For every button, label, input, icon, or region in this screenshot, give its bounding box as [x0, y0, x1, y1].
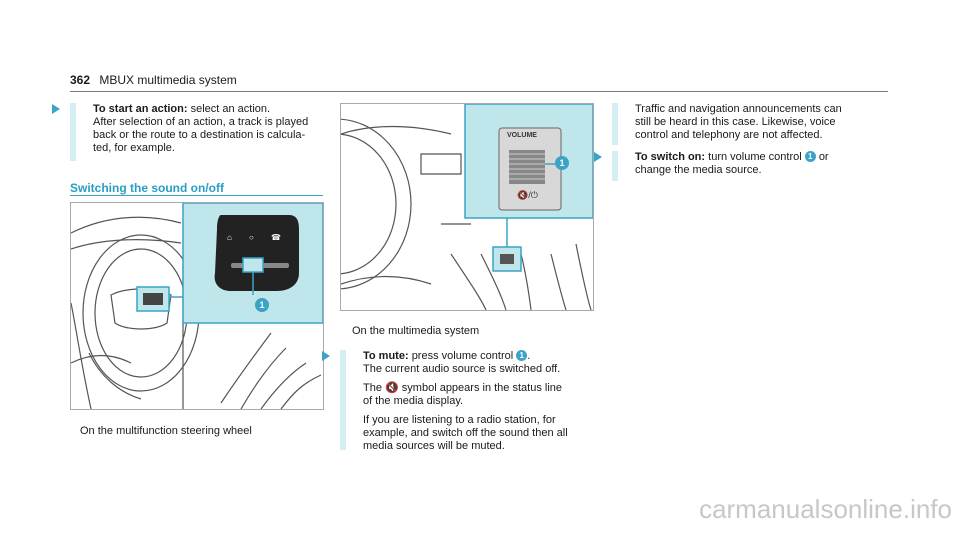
step-mute: To mute: press volume control 1. The cur…: [322, 350, 595, 452]
step-start-action: To start an action: select an action. Af…: [52, 103, 325, 161]
figure-caption: On the multifunction steering wheel: [80, 425, 252, 437]
step-arrow-icon: [594, 152, 602, 162]
step-switch-on: To switch on: turn volume control 1 or c…: [594, 151, 867, 181]
step-text: The: [363, 382, 382, 394]
home-icon: ⌂: [227, 233, 232, 242]
dashboard-illustration: [341, 104, 593, 310]
step-line: media sources will be muted.: [363, 440, 505, 452]
callout-badge: 1: [804, 151, 816, 162]
step-label: To start an action:: [93, 103, 188, 115]
step-line: example, and switch off the sound then a…: [363, 427, 568, 439]
step-arrow-icon: [322, 351, 330, 361]
header-rule: [70, 91, 888, 92]
step-line: change the media source.: [635, 164, 762, 176]
step-text: symbol appears in the status line: [401, 382, 562, 394]
highlight-box: [136, 286, 170, 312]
step-line: ted, for example.: [93, 142, 175, 154]
callout-badge: 1: [255, 298, 269, 312]
step-text: turn volume control: [708, 151, 802, 163]
page-number: 362: [70, 73, 91, 87]
section-rule: [70, 195, 323, 196]
section-title: Switching the sound on/off: [70, 181, 224, 195]
step-label: To mute:: [363, 350, 409, 362]
step-label: To switch on:: [635, 151, 706, 163]
steering-wheel-illustration: [71, 203, 323, 409]
phone-icon: ☎: [271, 233, 281, 242]
step-text: .: [527, 350, 531, 362]
step-line: The current audio source is switched off…: [363, 363, 561, 375]
note-line: still be heard in this case. Likewise, v…: [635, 116, 836, 128]
step-text: or: [818, 151, 829, 163]
step-arrow-icon: [52, 104, 60, 114]
mute-power-icon: 🔇/⏻: [517, 190, 538, 200]
callout-badge: 1: [516, 350, 528, 361]
note-line: Traffic and navigation announcements can: [635, 103, 842, 115]
figure-multimedia-system: VOLUME 🔇/⏻ 1: [340, 103, 594, 311]
note-block: Traffic and navigation announcements can…: [612, 103, 867, 145]
mute-icon: 🔇: [385, 382, 399, 394]
volume-label: VOLUME: [507, 132, 537, 139]
step-text: press volume control: [411, 350, 514, 362]
step-line: If you are listening to a radio station,…: [363, 414, 556, 426]
step-text: of the media display.: [363, 395, 464, 407]
header-title: MBUX multimedia system: [99, 73, 237, 87]
callout-badge: 1: [555, 156, 569, 170]
step-text: select an action.: [190, 103, 271, 115]
back-icon: ○: [249, 233, 254, 242]
page-header: 362 MBUX multimedia system: [70, 73, 237, 87]
step-line: back or the route to a destination is ca…: [93, 129, 306, 141]
step-symbol-line: The 🔇 symbol appears in the status line …: [363, 382, 595, 408]
note-line: control and telephony are not affected.: [635, 129, 823, 141]
step-line: After selection of an action, a track is…: [93, 116, 309, 128]
figure-steering-wheel: ⌂ ○ ☎ 1: [70, 202, 324, 410]
figure-caption: On the multimedia system: [352, 325, 480, 337]
watermark: carmanualsonline.info: [699, 494, 952, 524]
